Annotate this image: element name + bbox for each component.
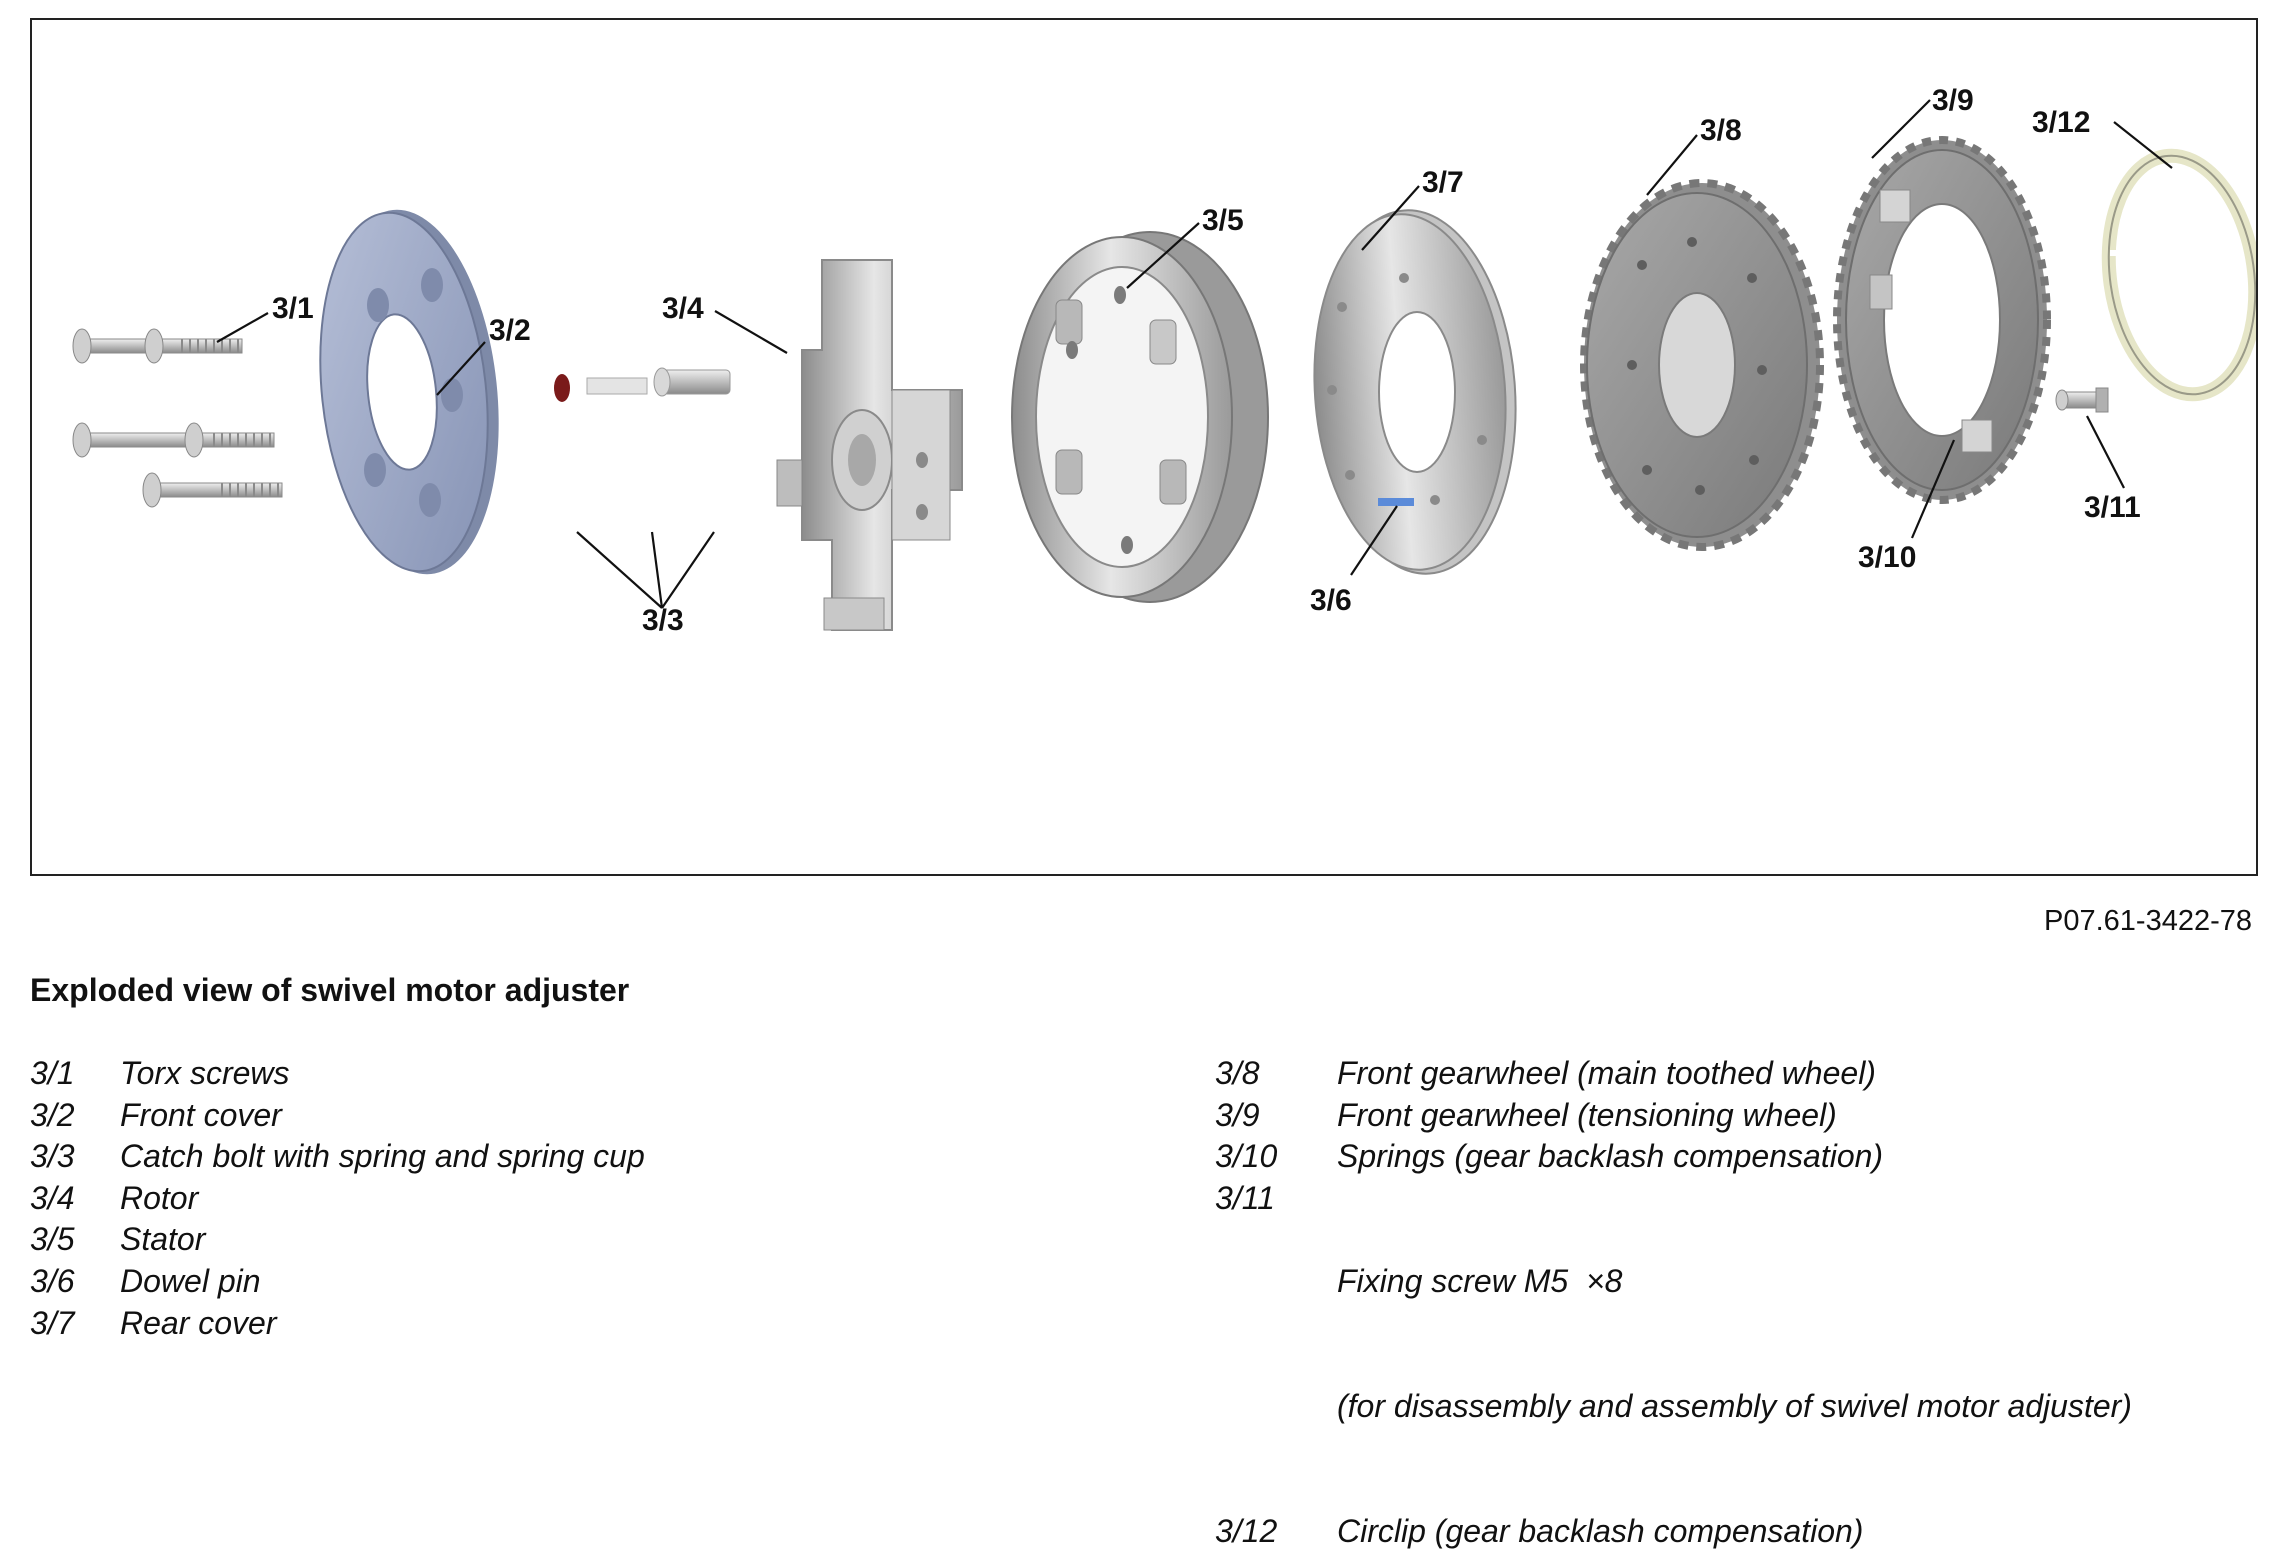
figure-caption: Exploded view of swivel motor adjuster [30,972,630,1008]
figure-frame: 3/1 3/2 3/3 3/4 3/5 3/6 3/7 3/8 3/9 3/10… [30,18,2258,876]
legend-right-column: 3/8 Front gearwheel (main toothed wheel)… [1215,1053,2255,1552]
callout-3-12: 3/12 [2032,106,2090,139]
legend-text: Springs (gear backlash compensation) [1337,1138,1884,1175]
front-cover-part [319,209,499,575]
legend-item: 3/7 Rear cover [30,1303,1130,1345]
legend-item: 3/5 Stator [30,1219,1130,1261]
legend-item: 3/2 Front cover [30,1095,1130,1137]
legend-number: 3/8 [1215,1055,1260,1091]
legend-text: Fixing screw M5 ×8 (for disassembly and … [1337,1178,2255,1511]
callout-3-10: 3/10 [1858,541,1916,574]
legend-number: 3/11 [1215,1179,1275,1216]
rotor-part [776,259,963,631]
legend-text: Torx screws [120,1055,290,1091]
callout-3-3: 3/3 [642,604,684,637]
rear-cover-part [1313,209,1517,575]
callout-3-8: 3/8 [1700,114,1742,147]
legend-text: Front gearwheel (main toothed wheel) [1337,1055,1876,1091]
legend-item: 3/3 Catch bolt with spring and spring cu… [30,1136,1130,1178]
legend-text: Dowel pin [120,1262,261,1299]
legend-text: Catch bolt with spring and spring cup [120,1138,645,1175]
legend-item: 3/4 Rotor [30,1178,1130,1220]
callout-3-5: 3/5 [1202,204,1244,237]
leader-lines [216,99,2173,609]
legend-item: 3/12 Circlip (gear backlash compensation… [1215,1511,2255,1552]
legend-text: Front cover [120,1096,282,1133]
callout-3-1: 3/1 [272,292,314,325]
figure-reference-code: P07.61-3422-78 [2044,905,2252,937]
legend-left-column: 3/1 Torx screws 3/2 Front cover 3/3 Catc… [30,1053,1130,1344]
callout-3-6: 3/6 [1310,584,1352,617]
legend-text-line: Fixing screw M5 ×8 [1337,1262,1623,1299]
stator-part [1011,231,1269,603]
fixing-screw-part [2055,387,2109,413]
legend-item: 3/10 Springs (gear backlash compensation… [1215,1136,2255,1178]
legend-number: 3/3 [30,1138,75,1175]
callout-3-2: 3/2 [489,314,531,347]
legend-number: 3/12 [1215,1512,1278,1549]
legend-text: Rear cover [120,1304,277,1341]
tensioning-gearwheel-part [1833,136,2051,504]
catch-bolt-part [554,367,731,402]
callout-3-7: 3/7 [1422,166,1464,199]
legend-text: Rotor [120,1179,199,1216]
legend-item: 3/8 Front gearwheel (main toothed wheel) [1215,1053,2255,1095]
torx-screws-part [72,328,283,508]
legend-item: 3/6 Dowel pin [30,1261,1130,1303]
legend-text-line: (for disassembly and assembly of swivel … [1337,1387,2132,1424]
callout-3-9: 3/9 [1932,84,1974,117]
legend-number: 3/2 [30,1096,75,1133]
legend-item: 3/11 Fixing screw M5 ×8 (for disassembly… [1215,1178,2255,1511]
legend-number: 3/5 [30,1221,75,1258]
legend-number: 3/7 [30,1304,75,1341]
legend-text: Stator [120,1221,206,1258]
legend-item: 3/9 Front gearwheel (tensioning wheel) [1215,1095,2255,1137]
main-gearwheel-part [1580,179,1824,551]
legend-number: 3/9 [1215,1096,1260,1133]
legend-number: 3/6 [30,1262,75,1299]
callout-3-11: 3/11 [2084,491,2141,524]
legend-text: Circlip (gear backlash compensation) [1337,1512,1864,1549]
circlip-part [2101,148,2256,402]
legend-number: 3/1 [30,1055,75,1091]
callout-3-4: 3/4 [662,292,704,325]
legend-item: 3/1 Torx screws [30,1053,1130,1095]
legend-number: 3/4 [30,1179,75,1216]
exploded-view-illustration: 3/1 3/2 3/3 3/4 3/5 3/6 3/7 3/8 3/9 3/10… [72,84,2256,637]
legend-number: 3/10 [1215,1138,1278,1175]
legend-text: Front gearwheel (tensioning wheel) [1337,1096,1837,1133]
